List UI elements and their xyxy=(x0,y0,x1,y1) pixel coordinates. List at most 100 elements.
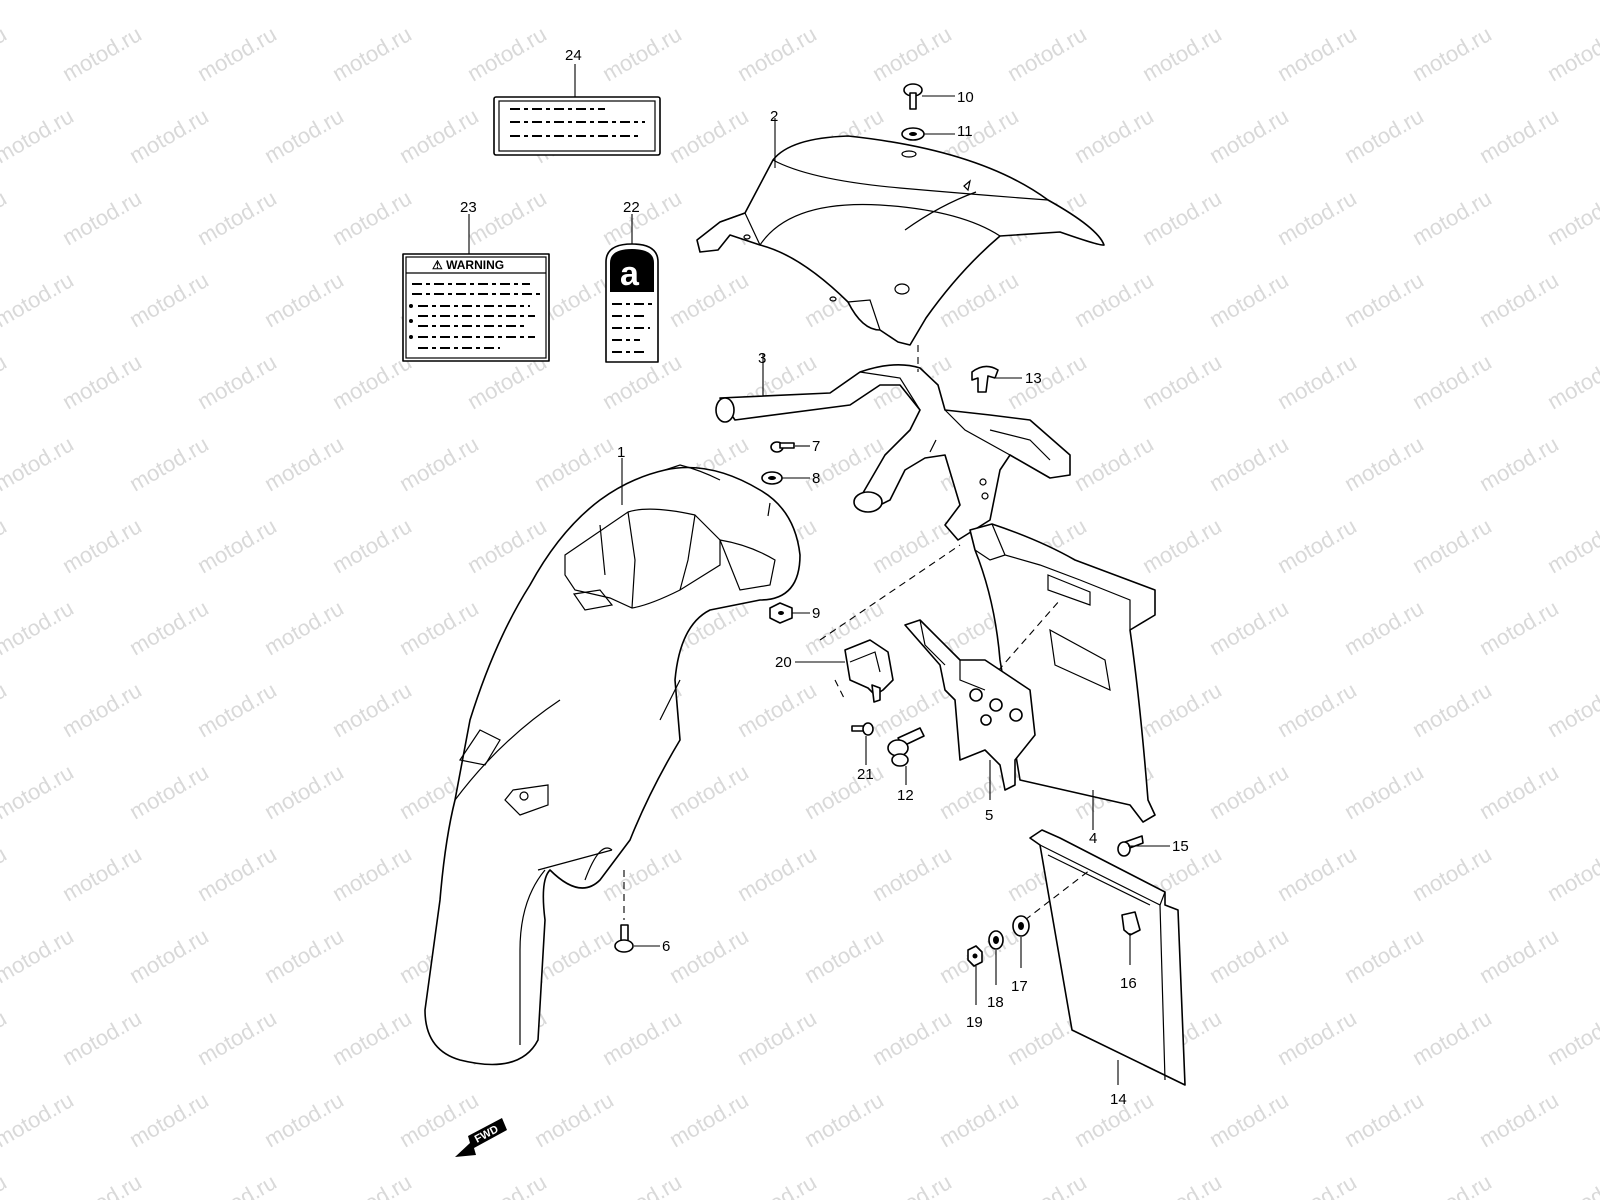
part-15-bolt[interactable] xyxy=(1117,835,1144,857)
watermark-text: motod.ru xyxy=(0,431,78,496)
watermark-text: motod.ru xyxy=(125,759,213,824)
watermark-text: motod.ru xyxy=(260,1087,348,1152)
part-7-screw[interactable] xyxy=(770,441,795,453)
watermark-text: motod.ru xyxy=(1408,21,1496,86)
callout-19: 19 xyxy=(966,1014,983,1031)
watermark-text: motod.ru xyxy=(1340,103,1428,168)
watermark-text: motod.ru xyxy=(328,21,416,86)
watermark-text: motod.ru xyxy=(58,513,146,578)
watermark-text: motod.ru xyxy=(665,267,753,332)
part-11-washer[interactable] xyxy=(901,127,925,141)
part-1-rear-fender[interactable] xyxy=(424,464,801,1066)
part-14-mud-flap[interactable] xyxy=(1024,829,1186,1086)
watermark-text: motod.ru xyxy=(1205,431,1293,496)
watermark-text: motod.ru xyxy=(1475,0,1563,4)
watermark-text: motod.ru xyxy=(1475,923,1563,988)
callout-2: 2 xyxy=(770,108,778,125)
part-18-washer[interactable] xyxy=(988,930,1004,950)
part-21-screw[interactable] xyxy=(851,722,874,736)
watermark-text: motod.ru xyxy=(0,0,78,4)
watermark-text: motod.ru xyxy=(1205,595,1293,660)
watermark-text: motod.ru xyxy=(260,0,348,4)
watermark-text: motod.ru xyxy=(665,923,753,988)
watermark-text: motod.ru xyxy=(800,759,888,824)
part-10-bolt[interactable] xyxy=(903,83,923,110)
part-13-bolt[interactable] xyxy=(971,365,999,393)
watermark-text: motod.ru xyxy=(1408,513,1496,578)
part-24-label[interactable] xyxy=(493,96,661,156)
watermark-text: motod.ru xyxy=(868,513,956,578)
watermark-text: motod.ru xyxy=(598,1169,686,1200)
watermark-text: motod.ru xyxy=(395,1087,483,1152)
watermark-text: motod.ru xyxy=(1475,595,1563,660)
callout-6: 6 xyxy=(662,938,670,955)
watermark-text: motod.ru xyxy=(463,1169,551,1200)
watermark-text: motod.ru xyxy=(1070,431,1158,496)
part-9-nut[interactable] xyxy=(769,602,793,624)
part-3-support-bracket[interactable] xyxy=(715,345,1071,541)
callout-24: 24 xyxy=(565,47,582,64)
watermark-text: motod.ru xyxy=(598,21,686,86)
watermark-text: motod.ru xyxy=(0,1005,11,1070)
watermark-text: motod.ru xyxy=(530,0,618,4)
watermark-text: motod.ru xyxy=(395,103,483,168)
watermark-text: motod.ru xyxy=(0,513,11,578)
watermark-text: motod.ru xyxy=(260,759,348,824)
watermark-text: motod.ru xyxy=(1205,0,1293,4)
watermark-text: motod.ru xyxy=(1340,267,1428,332)
watermark-text: motod.ru xyxy=(1543,21,1600,86)
watermark-text: motod.ru xyxy=(0,1169,11,1200)
part-23-warning-label[interactable]: ⚠ WARNING xyxy=(402,253,550,362)
watermark-text: motod.ru xyxy=(1340,759,1428,824)
watermark-text: motod.ru xyxy=(733,677,821,742)
watermark-text: motod.ru xyxy=(463,513,551,578)
watermark-text: motod.ru xyxy=(1340,923,1428,988)
part-17-washer[interactable] xyxy=(1012,915,1030,937)
part-20-clamp[interactable] xyxy=(834,639,894,703)
watermark-text: motod.ru xyxy=(1070,0,1158,4)
watermark-text: motod.ru xyxy=(125,431,213,496)
part-8-washer[interactable] xyxy=(761,471,783,485)
watermark-text: motod.ru xyxy=(0,841,11,906)
part-6-bolt[interactable] xyxy=(614,870,634,953)
callout-18: 18 xyxy=(987,994,1004,1011)
watermark-text: motod.ru xyxy=(58,349,146,414)
watermark-text: motod.ru xyxy=(733,21,821,86)
watermark-text: motod.ru xyxy=(395,595,483,660)
callout-15: 15 xyxy=(1172,838,1189,855)
watermark-text: motod.ru xyxy=(1475,759,1563,824)
watermark-text: motod.ru xyxy=(733,1005,821,1070)
fwd-direction-arrow: FWD xyxy=(455,1118,507,1157)
part-22-label-a[interactable]: a xyxy=(605,243,659,363)
watermark-text: motod.ru xyxy=(598,185,686,250)
watermark-text: motod.ru xyxy=(0,1087,78,1152)
callout-20: 20 xyxy=(775,654,792,671)
watermark-text: motod.ru xyxy=(1408,841,1496,906)
watermark-text: motod.ru xyxy=(1543,841,1600,906)
watermark-text: motod.ru xyxy=(530,431,618,496)
watermark-text: motod.ru xyxy=(193,513,281,578)
watermark-text: motod.ru xyxy=(58,185,146,250)
callout-1: 1 xyxy=(617,444,625,461)
watermark-text: motod.ru xyxy=(1543,1005,1600,1070)
part-12-bolt[interactable] xyxy=(887,727,925,767)
watermark-text: motod.ru xyxy=(665,759,753,824)
part-5-plate-holder[interactable] xyxy=(904,619,1036,791)
watermark-text: motod.ru xyxy=(1475,103,1563,168)
watermark-text: motod.ru xyxy=(193,21,281,86)
part-19-nut[interactable] xyxy=(967,945,983,967)
watermark-text: motod.ru xyxy=(125,0,213,4)
part-2-fender-cover[interactable] xyxy=(696,135,1105,346)
watermark-text: motod.ru xyxy=(733,1169,821,1200)
watermark-text: motod.ru xyxy=(193,1169,281,1200)
watermark-text: motod.ru xyxy=(1408,677,1496,742)
part-16-clip[interactable] xyxy=(1121,911,1141,936)
watermark-text: motod.ru xyxy=(1340,1087,1428,1152)
watermark-text: motod.ru xyxy=(665,103,753,168)
watermark-text: motod.ru xyxy=(1340,431,1428,496)
watermark-text: motod.ru xyxy=(1138,185,1226,250)
watermark-text: motod.ru xyxy=(1273,1169,1361,1200)
watermark-text: motod.ru xyxy=(1475,431,1563,496)
watermark-text: motod.ru xyxy=(1273,1005,1361,1070)
watermark-text: motod.ru xyxy=(58,21,146,86)
